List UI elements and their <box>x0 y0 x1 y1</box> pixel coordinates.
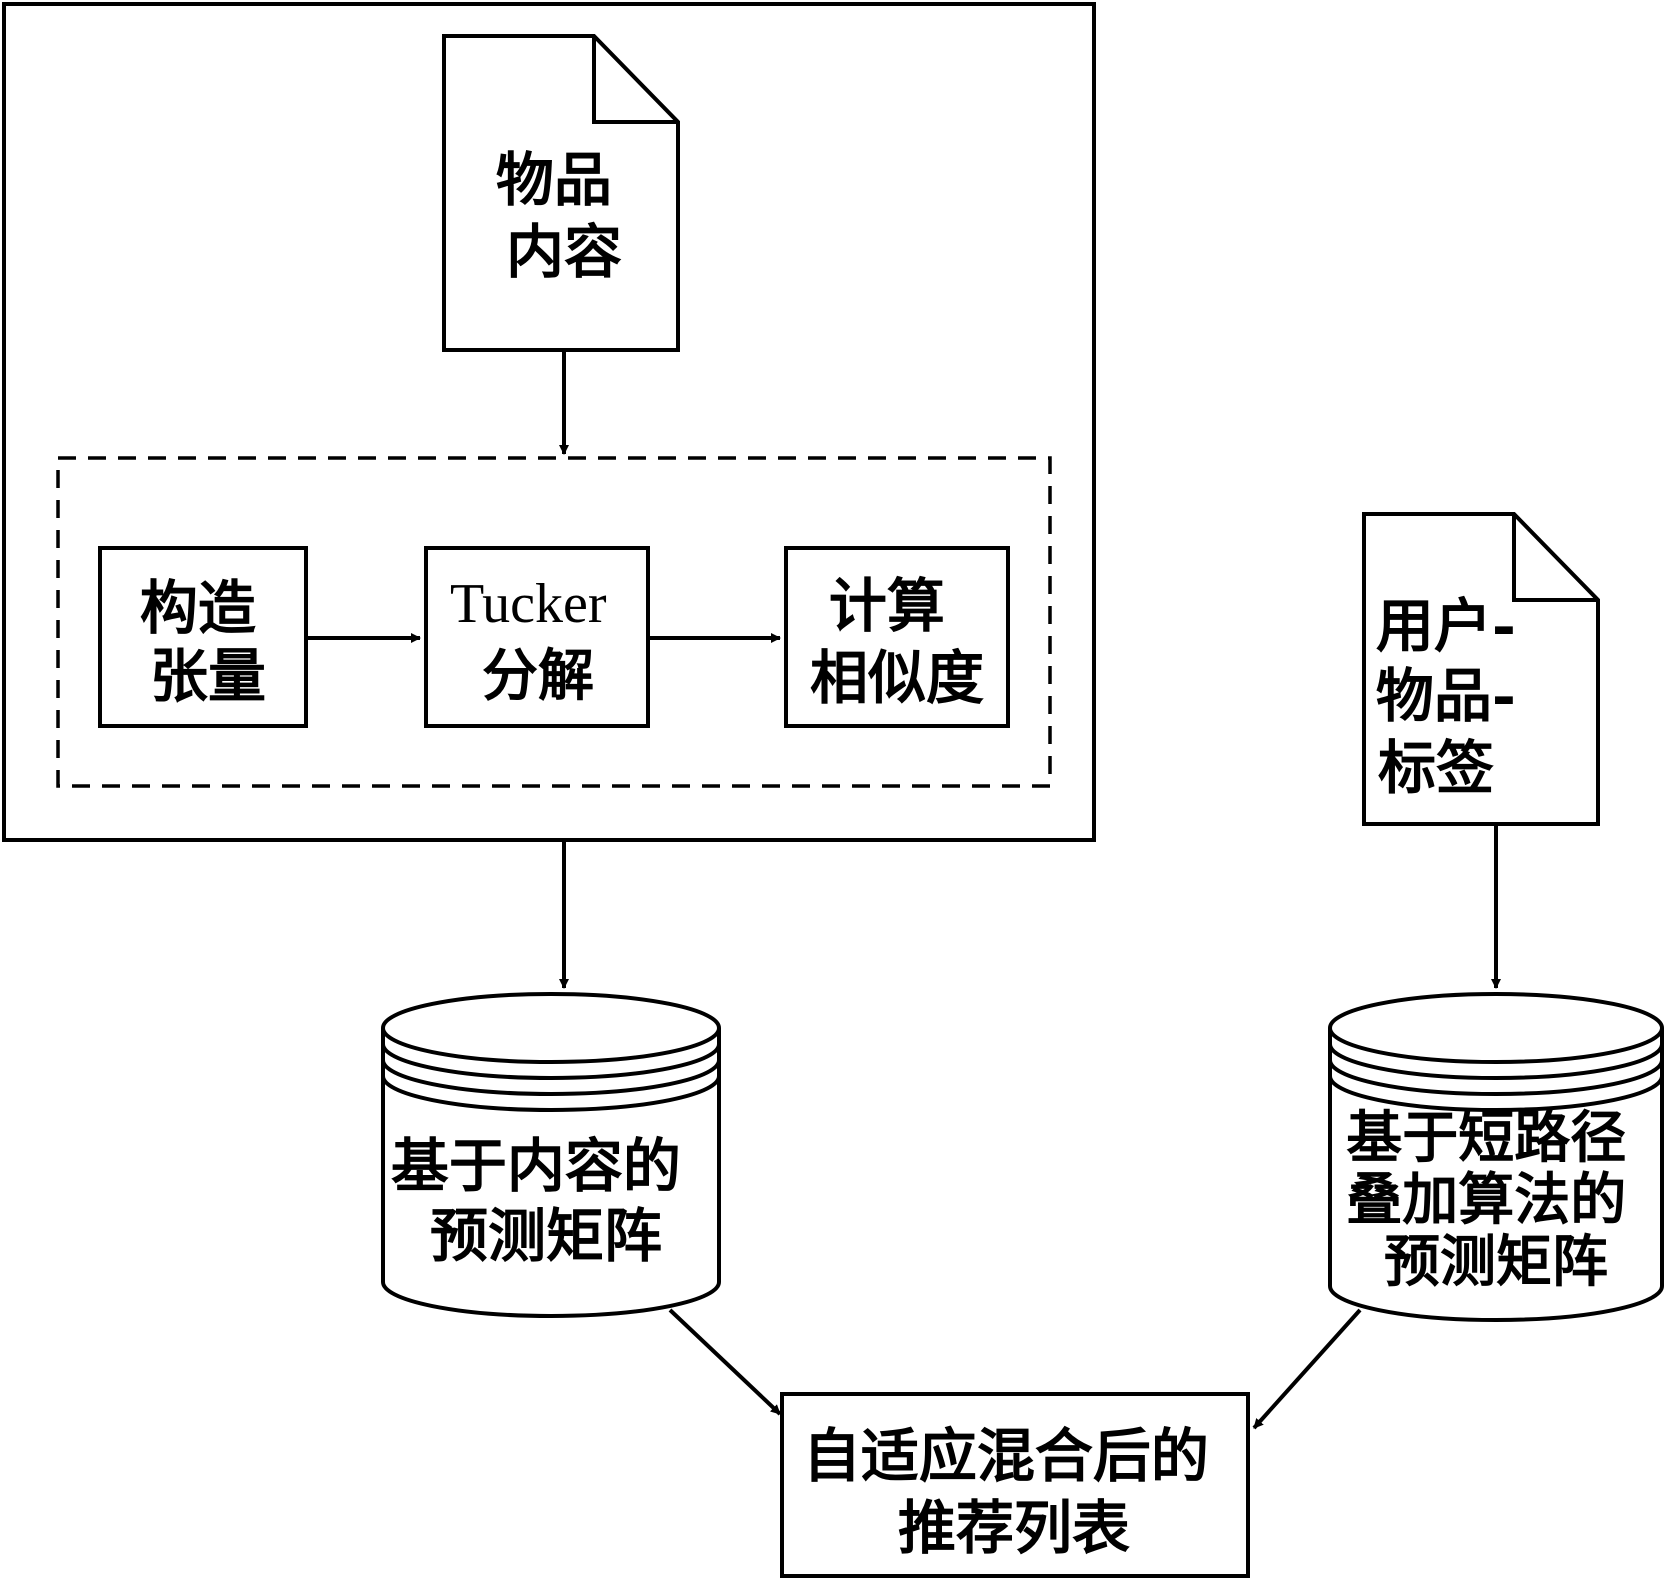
build-tensor-label: 构造 张量 <box>140 574 276 710</box>
similarity-label: 计算 相似度 <box>810 572 984 712</box>
item-content-document-fold <box>592 36 678 124</box>
recommendation-list-label: 自适应混合后的 推荐列表 <box>803 1422 1229 1562</box>
content-matrix-label: 基于内容的 预测矩阵 <box>391 1132 701 1270</box>
build-tensor-box <box>98 546 308 728</box>
similarity-box <box>784 546 1010 728</box>
tensor-process-group <box>56 456 1052 788</box>
recommendation-list-box <box>780 1392 1250 1578</box>
arrow-content-matrix-to-result <box>668 1308 782 1416</box>
item-content-label: 物品 内容 <box>496 146 632 286</box>
user-item-tag-document <box>1362 512 1600 826</box>
tucker-label: Tucker 分解 <box>450 571 626 709</box>
arrow-path-matrix-to-result <box>1252 1308 1362 1430</box>
path-matrix-label: 基于短路径 叠加算法的 预测矩阵 <box>1346 1105 1646 1295</box>
user-item-tag-label: 用户- 物品- 标签 <box>1376 592 1536 802</box>
item-content-document <box>442 34 680 352</box>
path-matrix-cylinder <box>1328 992 1664 1322</box>
user-item-tag-document-fold <box>1512 514 1598 602</box>
content-matrix-cylinder <box>381 992 721 1318</box>
